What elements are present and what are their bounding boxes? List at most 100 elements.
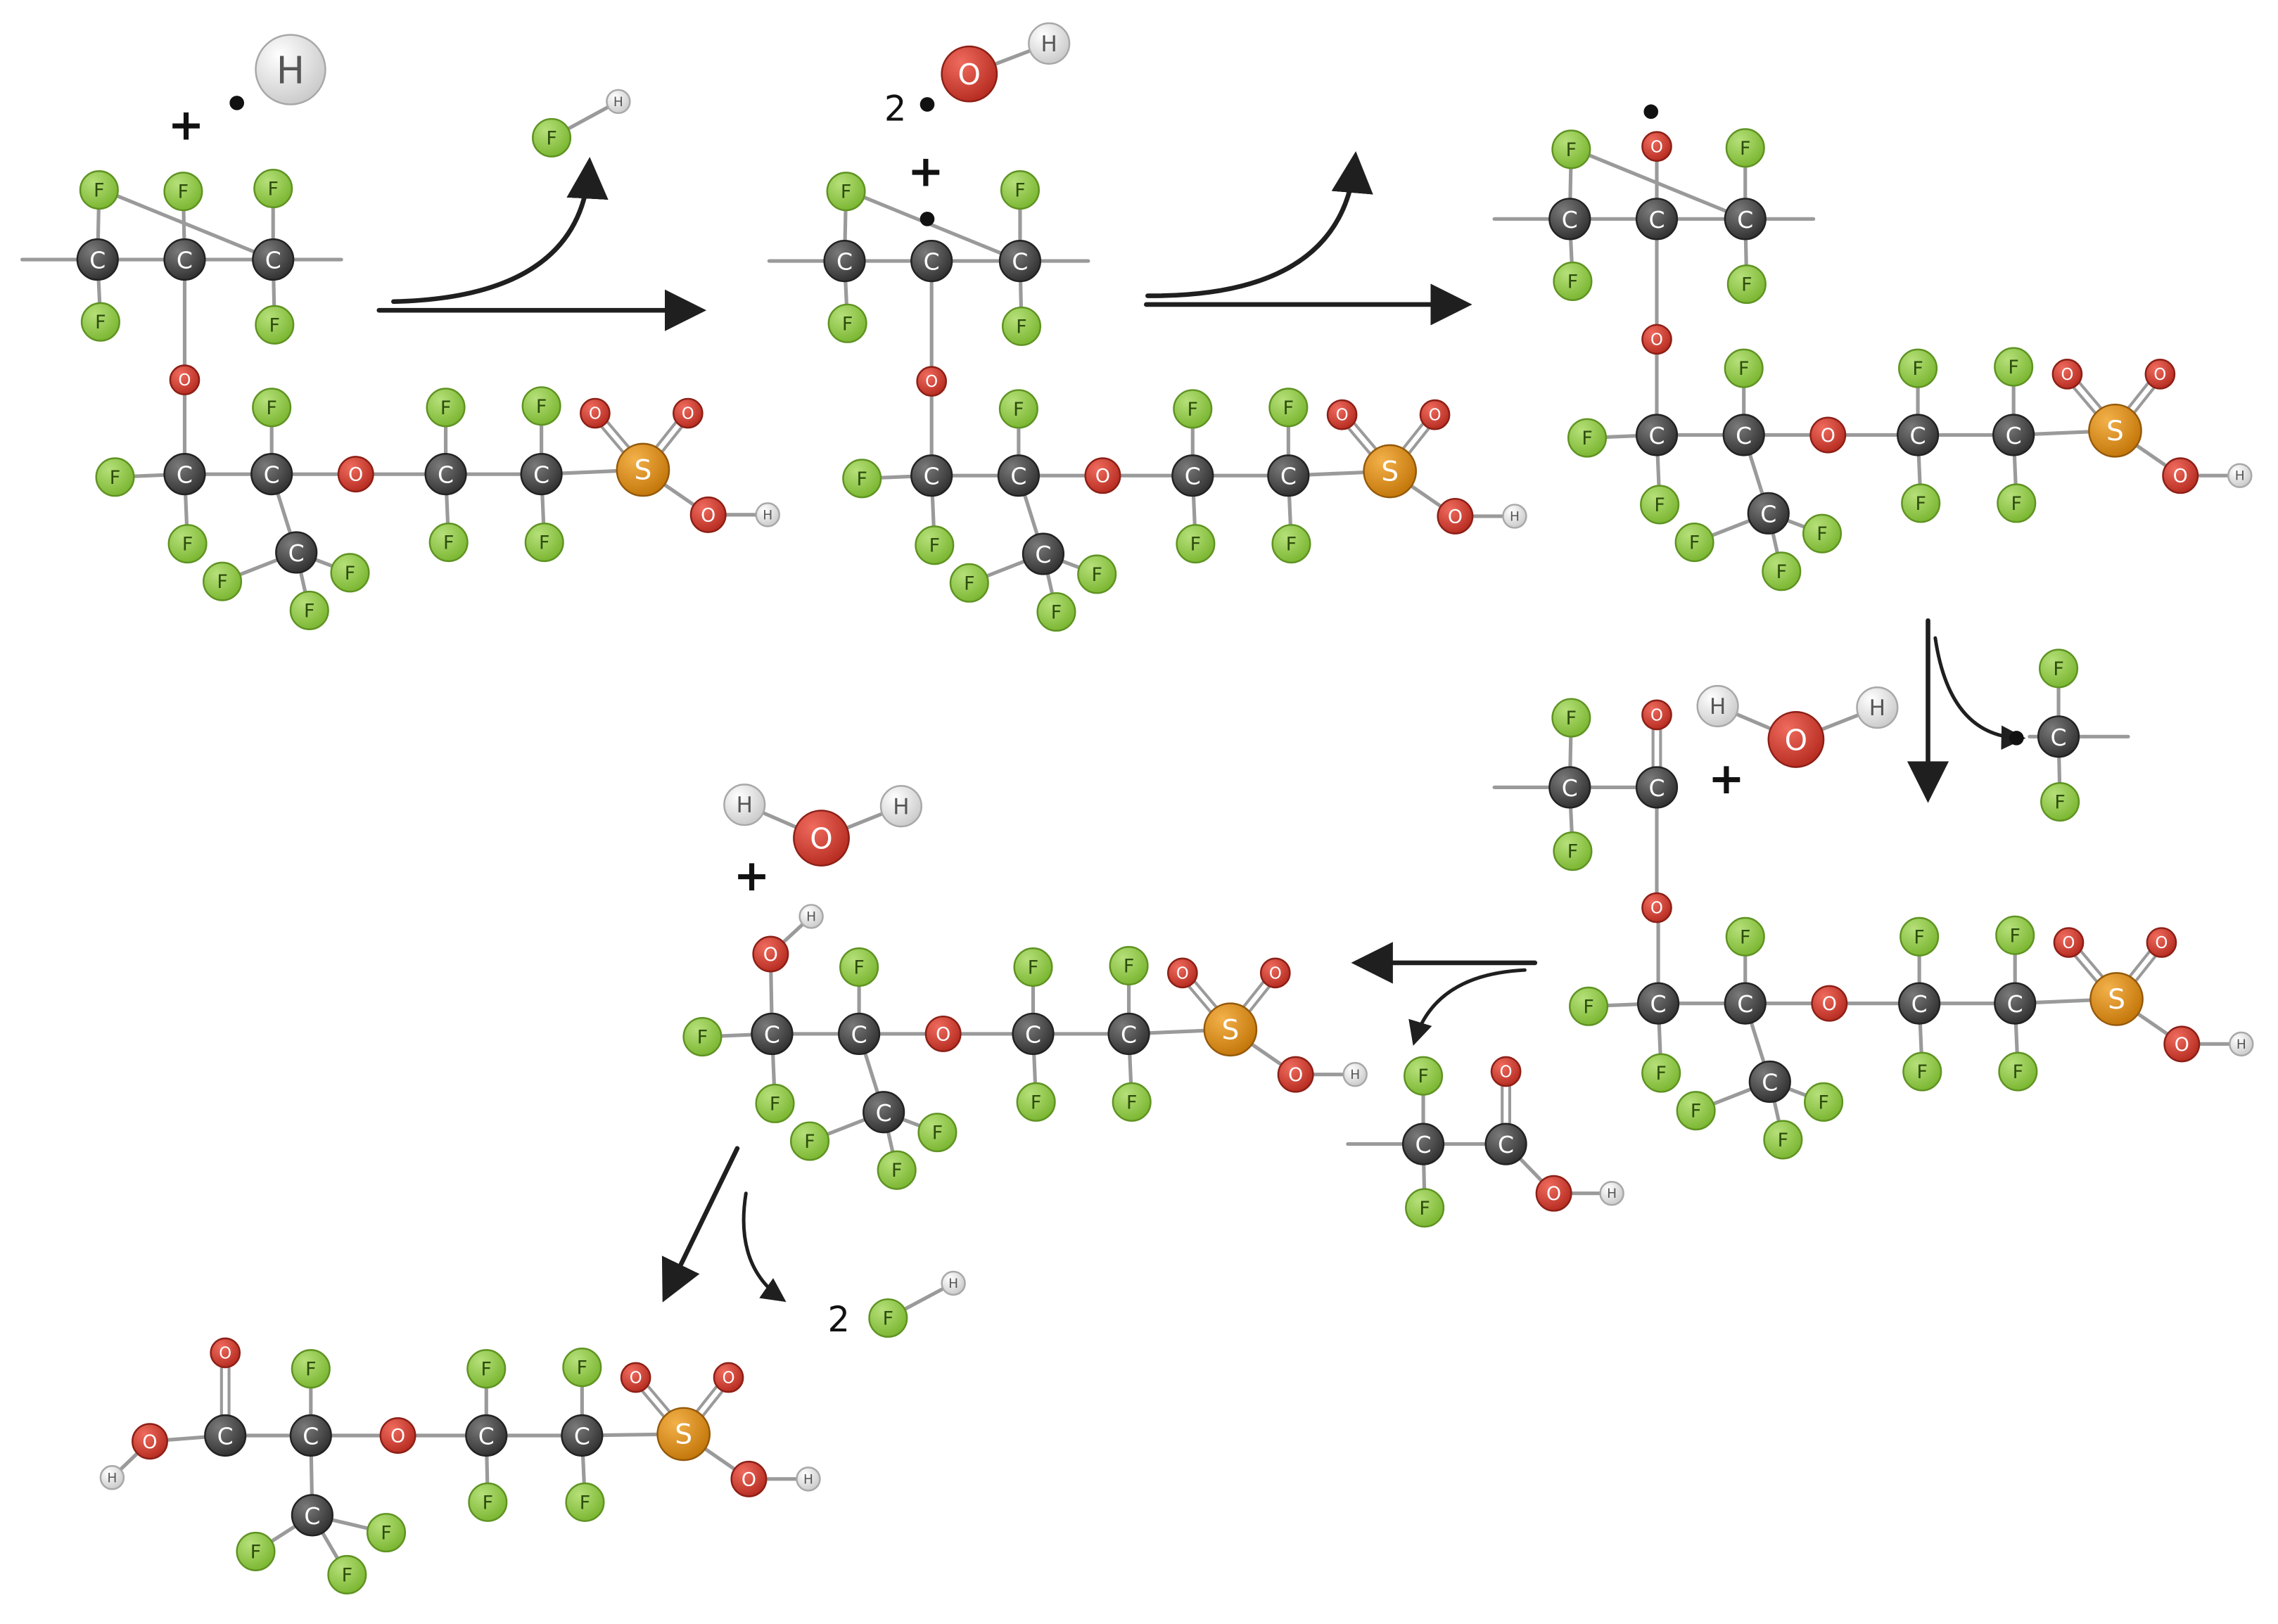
fluorine-atom: F	[1901, 483, 1941, 523]
fluorine-atom: F	[915, 525, 955, 565]
bond-layer	[20, 41, 2244, 1577]
atom-label: O	[2156, 934, 2168, 952]
fluorine-atom: F	[521, 386, 561, 426]
fluorine-atom: F	[330, 553, 370, 593]
oxygen-atom: O	[132, 1423, 168, 1460]
oxygen-atom: O	[1166, 957, 1198, 989]
radical-dot	[1643, 104, 1659, 120]
atom-label: F	[1740, 138, 1750, 160]
carbon-atom: C	[520, 453, 563, 496]
fluorine-atom: F	[1553, 831, 1593, 871]
atom-label: F	[440, 397, 451, 419]
fluorine-atom: F	[565, 1482, 605, 1522]
atom-label: F	[857, 468, 867, 490]
hydrogen-atom: H	[1028, 22, 1071, 65]
oxygen-atom: O	[1259, 957, 1291, 989]
atom-label: C	[177, 461, 193, 489]
atom-label: C	[1648, 422, 1665, 449]
mark-layer: ++2++2	[168, 89, 2024, 1340]
hydrogen-atom: H	[1856, 686, 1899, 729]
atom-label: F	[1689, 532, 1700, 554]
fluorine-atom: F	[1763, 1120, 1803, 1160]
oxygen-atom: O	[713, 1362, 744, 1393]
atom-label: F	[1566, 139, 1577, 161]
carbon-atom: C	[204, 1414, 247, 1457]
atom-label: F	[268, 179, 279, 200]
atom-label: C	[304, 1502, 320, 1530]
atom-label: C	[1010, 463, 1026, 490]
fluorine-atom: F	[1551, 698, 1591, 738]
hydrogen-atom: H	[2227, 463, 2253, 488]
atom-label: C	[924, 248, 940, 276]
fluorine-atom: F	[1804, 1082, 1844, 1122]
atom-label: O	[179, 371, 191, 390]
carbon-atom: C	[1994, 982, 2037, 1025]
carbon-atom: C	[863, 1091, 905, 1134]
fluorine-atom: F	[524, 523, 564, 563]
fluorine-atom: F	[1176, 524, 1216, 564]
fluorine-atom: F	[877, 1150, 917, 1190]
atom-label: C	[2006, 422, 2022, 449]
atom-label: F	[345, 563, 355, 584]
carbon-atom: C	[289, 1414, 332, 1457]
oxygen-atom: O	[169, 364, 201, 395]
oxygen-atom: O	[689, 496, 727, 533]
fluorine-atom: F	[826, 172, 866, 212]
atom-label: C	[177, 247, 193, 274]
atom-label: F	[1778, 1130, 1788, 1151]
atom-label: H	[1041, 32, 1057, 57]
atom-label: F	[2053, 658, 2063, 680]
atom-label: C	[2051, 724, 2067, 751]
fluorine-atom: F	[1725, 916, 1765, 957]
oxygen-atom: O	[1535, 1175, 1572, 1212]
fluorine-atom: F	[1724, 348, 1764, 388]
fluorine-atom: F	[1000, 170, 1040, 210]
atom-label: O	[1650, 138, 1663, 156]
atom-label: F	[1418, 1066, 1428, 1087]
carbon-atom: C	[998, 239, 1042, 283]
atom-label: O	[723, 1369, 735, 1388]
atom-label: C	[1648, 774, 1665, 802]
atom-label: C	[1737, 990, 1753, 1018]
fluorine-atom: F	[1898, 348, 1938, 388]
fluorine-atom: F	[1268, 388, 1309, 428]
fluorine-atom: F	[255, 305, 295, 345]
atom-label: F	[841, 181, 851, 203]
sulfur-atom: S	[1203, 1002, 1258, 1057]
atom-label: C	[851, 1021, 867, 1048]
oxygen-atom: O	[793, 810, 850, 867]
atom-label: C	[1736, 422, 1752, 449]
oxygen-atom: O	[620, 1362, 651, 1393]
carbon-atom: C	[1548, 198, 1591, 241]
hydrogen-atom: H	[606, 89, 631, 115]
atom-label: F	[1188, 399, 1198, 421]
fluorine-atom: F	[327, 1554, 367, 1594]
atom-label: F	[483, 1492, 493, 1514]
carbon-atom: C	[1267, 454, 1310, 497]
atom-label: O	[2173, 466, 2188, 487]
atom-label: H	[893, 794, 909, 819]
hydrogen-atom: H	[1599, 1180, 1624, 1206]
atom-label: C	[89, 247, 106, 274]
fluorine-atom: F	[291, 1349, 331, 1389]
fluorine-atom: F	[253, 168, 293, 209]
atom-label: O	[742, 1469, 756, 1490]
atom-label: F	[1583, 996, 1593, 1018]
carbon-atom: C	[1484, 1123, 1527, 1165]
atom-label: F	[1655, 1063, 1666, 1085]
atom-label: O	[142, 1431, 157, 1453]
fluorine-atom: F	[1674, 523, 1714, 563]
fluorine-atom: F	[1995, 915, 2035, 955]
atom-label: H	[2235, 469, 2245, 484]
fluorine-atom: F	[1994, 347, 2034, 387]
atom-label: O	[2175, 1034, 2189, 1056]
fluorine-atom: F	[163, 172, 203, 212]
carbon-atom: C	[1401, 1123, 1445, 1165]
atom-label: C	[288, 539, 305, 567]
carbon-atom: C	[1898, 982, 1941, 1025]
fluorine-atom: F	[1551, 129, 1591, 170]
arrow-layer	[376, 151, 2026, 1303]
fluorine-atom: F	[827, 303, 867, 343]
atom-label: F	[883, 1308, 893, 1330]
carbon-atom: C	[250, 453, 293, 496]
